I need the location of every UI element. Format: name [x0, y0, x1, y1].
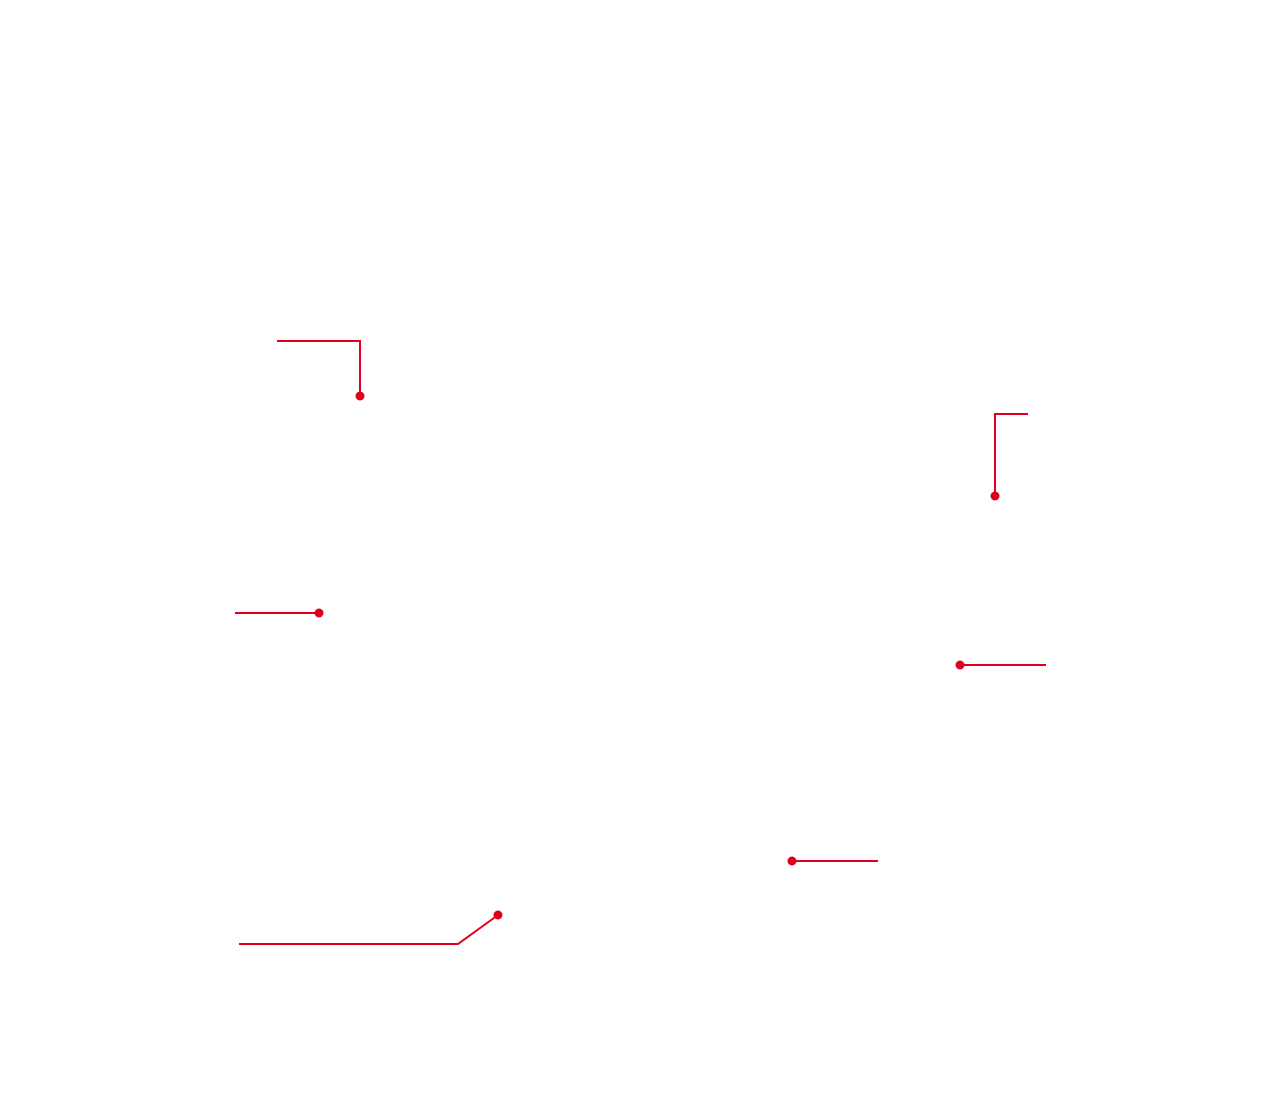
callout-top-right	[990, 413, 1028, 501]
anchor-dot	[493, 910, 503, 920]
leader-line	[277, 340, 361, 396]
callout-top-left	[277, 340, 365, 401]
anchor-dot	[955, 660, 965, 670]
anchor-dot	[787, 856, 797, 866]
anchor-dot	[990, 491, 1000, 501]
anchor-dot	[314, 608, 324, 618]
anchor-dot	[355, 391, 365, 401]
callout-lower-right	[787, 856, 878, 866]
callout-bottom-left	[239, 910, 503, 945]
leader-line	[239, 914, 499, 945]
leader-line	[994, 413, 1028, 496]
callout-middle-right	[955, 660, 1046, 670]
callout-middle-left	[235, 608, 324, 618]
